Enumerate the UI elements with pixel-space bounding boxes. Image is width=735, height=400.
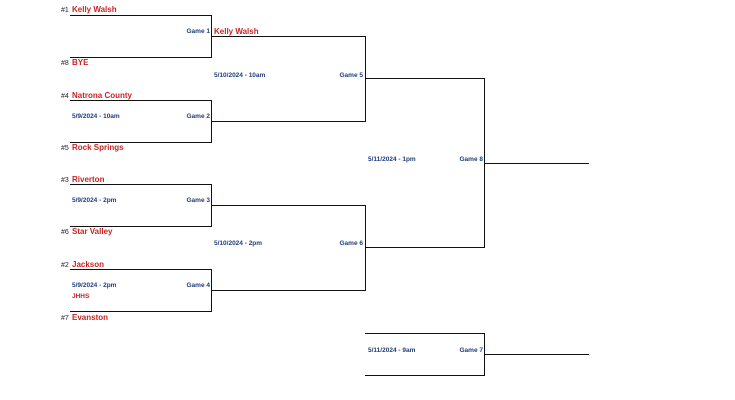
- seed-label: #5: [61, 145, 69, 152]
- bracket-line: [484, 78, 485, 247]
- bracket-line: [70, 311, 212, 312]
- bracket-line: [365, 333, 485, 334]
- game-date: 5/10/2024 - 2pm: [214, 240, 263, 247]
- game-date: 5/10/2024 - 10am: [214, 72, 266, 79]
- game-date: 5/9/2024 - 10am: [72, 113, 120, 120]
- team-name: Natrona County: [72, 91, 132, 100]
- bracket-line: [211, 36, 366, 37]
- bracket-line: [70, 142, 212, 143]
- game-label: Game 2: [186, 113, 211, 120]
- team-name: Kelly Walsh: [72, 5, 117, 14]
- game-label: Game 8: [459, 156, 484, 163]
- game-label: Game 5: [339, 72, 364, 79]
- winner-line: [484, 354, 589, 355]
- game-date: 5/9/2024 - 2pm: [72, 282, 117, 289]
- champion-line: [484, 163, 589, 164]
- game-date: 5/9/2024 - 2pm: [72, 197, 117, 204]
- bracket-line: [70, 269, 212, 270]
- seed-label: #7: [61, 315, 69, 322]
- bracket-line: [70, 57, 212, 58]
- bracket-line: [70, 226, 212, 227]
- game-date: 5/11/2024 - 9am: [368, 347, 416, 354]
- seed-label: #3: [61, 177, 69, 184]
- bracket-line: [70, 100, 212, 101]
- seed-label: #4: [61, 93, 69, 100]
- venue-label: JHHS: [72, 293, 90, 300]
- game-label: Game 1: [186, 28, 211, 35]
- team-name: BYE: [72, 58, 89, 67]
- bracket-line: [211, 121, 366, 122]
- seed-label: #2: [61, 262, 69, 269]
- seed-label: #1: [61, 7, 69, 14]
- game-label: Game 7: [459, 347, 484, 354]
- bracket-line: [70, 184, 212, 185]
- advanced-team-name: Kelly Walsh: [214, 27, 259, 36]
- bracket-line: [211, 205, 366, 206]
- game-label: Game 3: [186, 197, 211, 204]
- bracket-line: [365, 78, 485, 79]
- bracket-line: [211, 290, 366, 291]
- seed-label: #6: [61, 229, 69, 236]
- game-label: Game 6: [339, 240, 364, 247]
- team-name: Star Valley: [72, 227, 113, 236]
- team-name: Jackson: [72, 260, 105, 269]
- bracket-line: [365, 247, 485, 248]
- bracket-line: [365, 375, 485, 376]
- game-date: 5/11/2024 - 1pm: [368, 156, 416, 163]
- team-name: Rock Springs: [72, 143, 124, 152]
- seed-label: #8: [61, 60, 69, 67]
- team-name: Riverton: [72, 175, 105, 184]
- team-name: Evanston: [72, 313, 109, 322]
- bracket-line: [70, 15, 212, 16]
- game-label: Game 4: [186, 282, 211, 289]
